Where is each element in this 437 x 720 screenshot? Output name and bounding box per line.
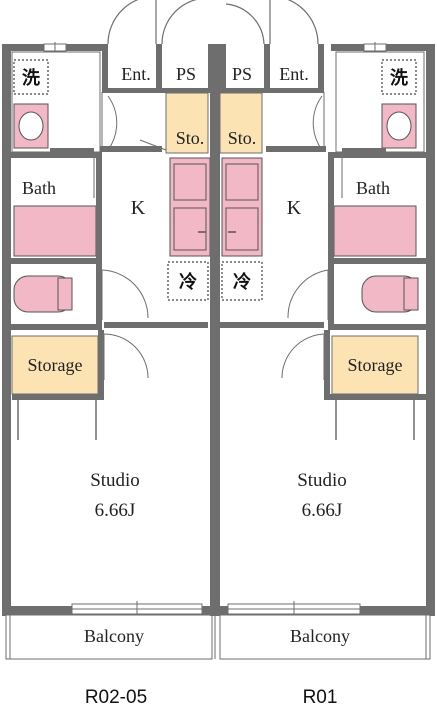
fridge-label-right: 冷 [233,271,251,292]
studio-label-right: Studio [297,470,347,491]
bath-label-right: Bath [356,178,390,198]
small-storage-right [219,92,263,154]
storage-label-right: Storage [348,355,403,375]
entrance-wall-top [102,44,108,92]
balcony-left [5,614,213,660]
unit-code-right: R01 [303,687,338,708]
bathtub-left [13,205,97,257]
entrance-label-right: Ent. [279,64,309,84]
unit-code-left: R02-05 [85,687,147,708]
small-storage-left [165,92,209,154]
bathtub-right [333,205,417,257]
bath-wall-left [10,152,102,158]
studio-size-left: 6.66J [95,500,136,521]
studio-label-left: Studio [90,470,140,491]
ps-label-left: PS [176,64,196,84]
laundry-label-right: 洗 [390,67,408,88]
party-wall [210,44,220,616]
entrance-wall-mid [156,44,162,92]
kitchen-label-right: K [287,197,302,219]
studio-size-right: 6.66J [302,500,343,521]
entrance-floor-line [102,88,214,93]
unit-right: 洗 Bath Storage Ent. PS [218,0,435,660]
storage-left [11,335,99,395]
balcony-label-left: Balcony [84,626,144,646]
balcony-right [219,614,431,660]
kitchen-label-left: K [131,197,146,219]
entrance-door-left [107,0,139,45]
balcony-label-right: Balcony [290,626,350,646]
bath-label-left: Bath [22,178,56,198]
entrance-label-left: Ent. [121,64,151,84]
storage-label-left: Storage [28,355,83,375]
laundry-space-right [381,59,417,95]
fridge-label-left: 冷 [179,271,197,292]
fridge-space-right [221,261,263,301]
exterior-wall-left [2,44,11,616]
storage-right [331,335,419,395]
small-storage-label-right: Sto. [228,128,257,148]
laundry-space-left [13,59,49,95]
unit-left: 洗 Bath Storage Ent. [2,0,218,660]
fridge-space-left [167,261,209,301]
entrance-door-right [287,0,319,45]
small-storage-label-left: Sto. [176,128,205,148]
ps-label-right: PS [232,64,252,84]
laundry-label-left: 洗 [22,67,40,88]
